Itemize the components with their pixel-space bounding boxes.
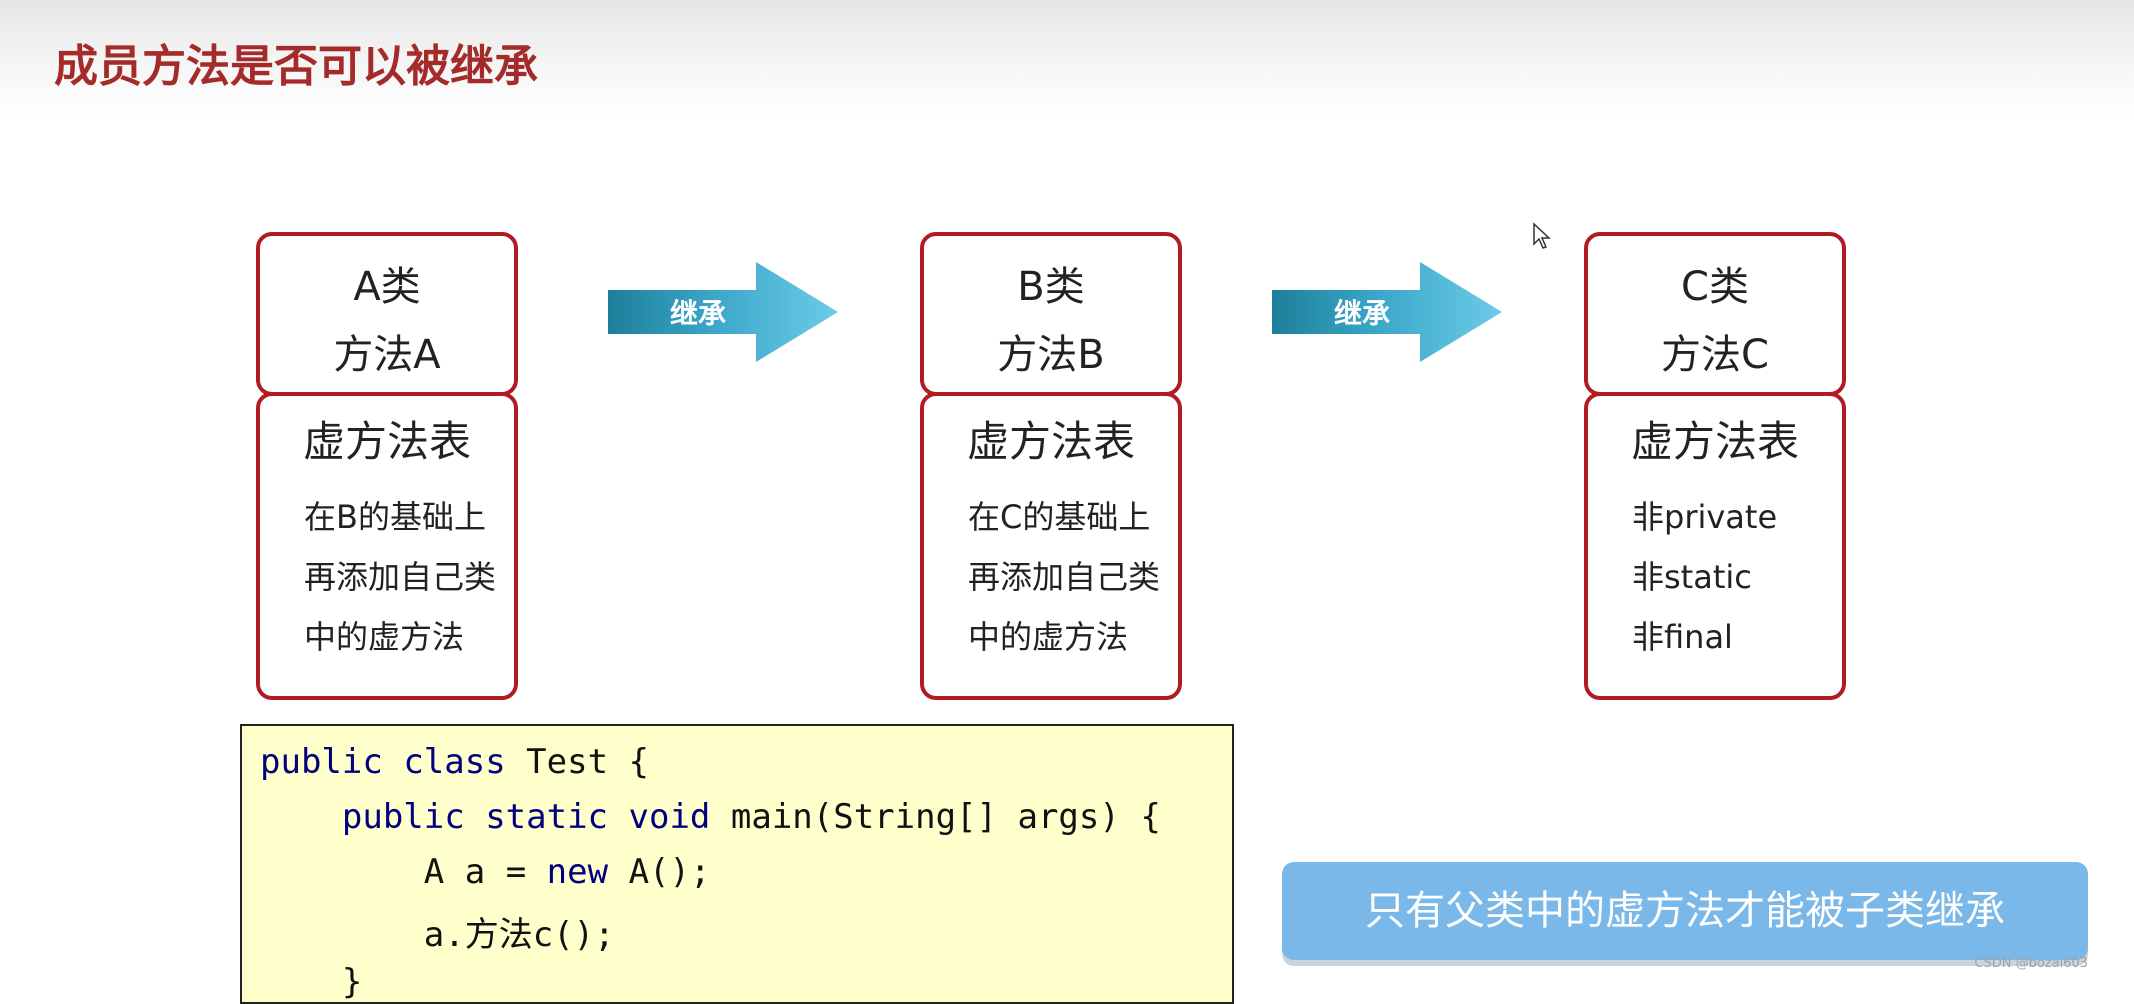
class-a-vtable-title: 虚方法表 <box>302 417 471 466</box>
watermark: CSDN @bozai603 <box>1974 956 2088 971</box>
code-keyword: public <box>260 742 383 782</box>
code-keyword: void <box>628 797 711 837</box>
class-c-name: C类 <box>1681 264 1749 310</box>
code-line: public class Test { <box>260 742 650 782</box>
code-keyword: new <box>546 852 609 892</box>
class-b-vtable: 虚方法表 在C的基础上 再添加自己类 中的虚方法 <box>920 392 1182 700</box>
class-c-vtable-line: 非final <box>1632 618 1733 656</box>
code-line: a.方法c(); <box>423 915 615 955</box>
class-c-vtable-title: 虚方法表 <box>1630 417 1799 466</box>
code-keyword: static <box>485 797 609 837</box>
class-b-box: B类 方法B <box>920 232 1182 396</box>
class-a-method: 方法A <box>333 332 441 378</box>
inherit-arrow-label: 继承 <box>670 297 727 330</box>
class-c-box: C类 方法C <box>1584 232 1846 396</box>
class-b-name: B类 <box>1017 264 1085 310</box>
class-b-method: 方法B <box>997 332 1105 378</box>
class-c-vtable-line: 非private <box>1632 498 1778 536</box>
class-c-method: 方法C <box>1661 332 1769 378</box>
class-c-vtable-line: 非static <box>1632 558 1752 596</box>
class-a-box: A类 方法A <box>256 232 518 396</box>
inherit-arrow-icon <box>608 262 838 362</box>
code-line: A a = new A(); <box>423 852 711 892</box>
code-keyword: class <box>403 742 506 782</box>
mouse-cursor-icon <box>1533 222 1551 249</box>
inherit-arrow-label: 继承 <box>1334 297 1391 330</box>
code-block: public class Test { public static void m… <box>240 724 1234 1004</box>
code-line: public static void main(String[] args) { <box>341 797 1161 837</box>
class-b-vtable-line: 在C的基础上 <box>968 498 1151 536</box>
class-a-vtable-line: 再添加自己类 <box>304 558 497 596</box>
conclusion-banner[interactable]: 只有父类中的虚方法才能被子类继承 <box>1282 862 2088 960</box>
class-a-vtable: 虚方法表 在B的基础上 再添加自己类 中的虚方法 <box>256 392 518 700</box>
class-b-vtable-title: 虚方法表 <box>966 417 1135 466</box>
inherit-arrow-icon <box>1272 262 1502 362</box>
class-a-name: A类 <box>353 264 421 310</box>
class-a-vtable-line: 在B的基础上 <box>304 498 486 536</box>
class-a-vtable-line: 中的虚方法 <box>304 618 465 656</box>
class-b-vtable-line: 中的虚方法 <box>968 618 1129 656</box>
code-line: } <box>341 962 363 1002</box>
header-bar: 成员方法是否可以被继承 <box>0 0 2134 120</box>
class-c-vtable: 虚方法表 非private 非static 非final <box>1584 392 1846 700</box>
class-b-vtable-line: 再添加自己类 <box>968 558 1161 596</box>
page-title: 成员方法是否可以被继承 <box>54 41 538 92</box>
code-keyword: public <box>341 797 465 837</box>
